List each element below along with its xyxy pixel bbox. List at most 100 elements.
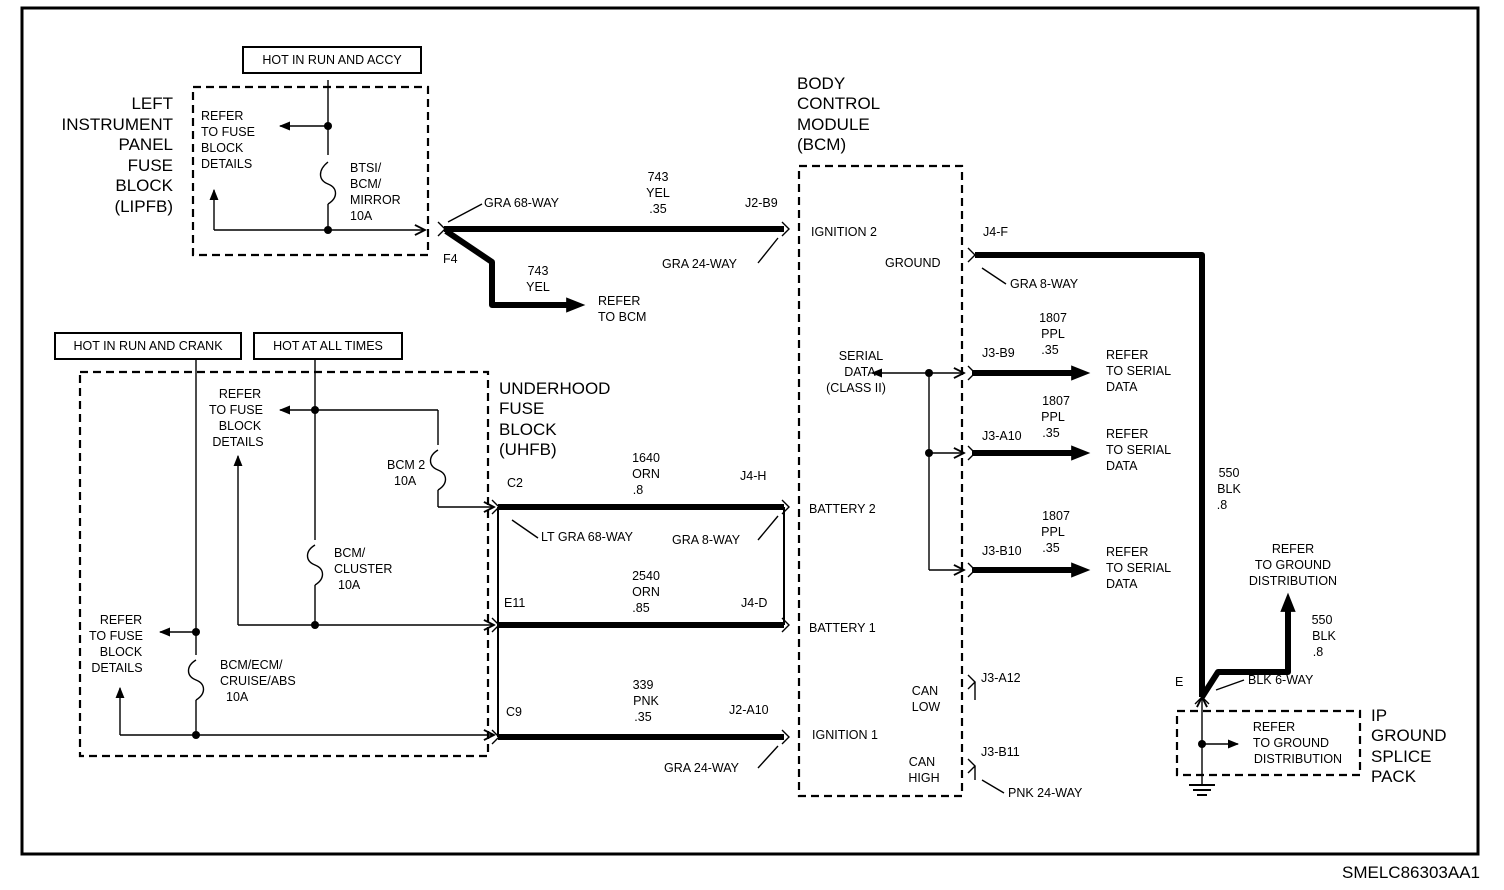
wire-battery1 bbox=[491, 617, 790, 633]
svg-text:1640: 1640 bbox=[632, 451, 660, 465]
wire-ignition2 bbox=[437, 221, 790, 313]
svg-text:.35: .35 bbox=[649, 202, 666, 216]
svg-text:.85: .85 bbox=[632, 601, 649, 615]
svg-text:REFER: REFER bbox=[201, 109, 243, 123]
svg-text:MODULE: MODULE bbox=[797, 115, 870, 134]
wire-serial1-label: 1807 PPL .35 bbox=[1039, 311, 1067, 357]
svg-text:BCM 2: BCM 2 bbox=[387, 458, 425, 472]
wire-gnd-branch-label: 550 BLK .8 bbox=[1312, 613, 1337, 659]
svg-text:PANEL: PANEL bbox=[119, 135, 174, 154]
svg-text:BCM/: BCM/ bbox=[350, 177, 382, 191]
svg-text:550: 550 bbox=[1312, 613, 1333, 627]
svg-text:BLOCK: BLOCK bbox=[219, 419, 262, 433]
svg-text:TO GROUND: TO GROUND bbox=[1255, 558, 1331, 572]
svg-text:CLUSTER: CLUSTER bbox=[334, 562, 392, 576]
splice-terminal-e: E bbox=[1175, 675, 1183, 689]
bcm-ground: GROUND bbox=[885, 256, 941, 270]
svg-text:PPL: PPL bbox=[1041, 410, 1065, 424]
svg-text:REFER: REFER bbox=[1106, 427, 1148, 441]
svg-text:DISTRIBUTION: DISTRIBUTION bbox=[1249, 574, 1337, 588]
svg-text:PNK: PNK bbox=[633, 694, 659, 708]
svg-text:CRUISE/ABS: CRUISE/ABS bbox=[220, 674, 296, 688]
svg-text:TO BCM: TO BCM bbox=[598, 310, 646, 324]
svg-text:743: 743 bbox=[528, 264, 549, 278]
splice-title: IP GROUND SPLICE PACK bbox=[1371, 706, 1447, 786]
svg-text:MIRROR: MIRROR bbox=[350, 193, 401, 207]
svg-text:550: 550 bbox=[1219, 466, 1240, 480]
svg-text:10A: 10A bbox=[394, 474, 417, 488]
svg-text:UNDERHOOD: UNDERHOOD bbox=[499, 379, 610, 398]
svg-text:.35: .35 bbox=[1042, 426, 1059, 440]
wire-serial2 bbox=[967, 445, 1091, 461]
refer-ground-top: REFER TO GROUND DISTRIBUTION bbox=[1249, 542, 1337, 588]
svg-text:BLK: BLK bbox=[1217, 482, 1241, 496]
svg-text:10A: 10A bbox=[226, 690, 249, 704]
splice-refer: REFER TO GROUND DISTRIBUTION bbox=[1253, 720, 1342, 766]
svg-text:REFER: REFER bbox=[1272, 542, 1314, 556]
svg-text:REFER: REFER bbox=[1253, 720, 1295, 734]
wire-serial2-label: 1807 PPL .35 bbox=[1041, 394, 1070, 440]
wire-battery2 bbox=[491, 499, 790, 515]
svg-text:.8: .8 bbox=[1217, 498, 1227, 512]
svg-text:REFER: REFER bbox=[1106, 545, 1148, 559]
svg-text:SERIAL: SERIAL bbox=[839, 349, 884, 363]
can-high-pin-mark bbox=[967, 758, 976, 780]
svg-text:BODY: BODY bbox=[797, 74, 845, 93]
svg-text:REFER: REFER bbox=[1106, 348, 1148, 362]
svg-text:DETAILS: DETAILS bbox=[212, 435, 263, 449]
outer-border bbox=[20, 6, 1480, 856]
svg-text:TO SERIAL: TO SERIAL bbox=[1106, 364, 1171, 378]
svg-text:REFER: REFER bbox=[100, 613, 142, 627]
svg-text:.8: .8 bbox=[1313, 645, 1323, 659]
svg-text:BTSI/: BTSI/ bbox=[350, 161, 382, 175]
splice-box bbox=[1175, 709, 1362, 777]
lipfb-fuse-label: BTSI/ BCM/ MIRROR 10A bbox=[350, 161, 401, 223]
svg-text:1807: 1807 bbox=[1042, 509, 1070, 523]
svg-text:.35: .35 bbox=[1041, 343, 1058, 357]
conn-pnk24: PNK 24-WAY bbox=[1008, 786, 1083, 800]
svg-text:TO SERIAL: TO SERIAL bbox=[1106, 443, 1171, 457]
terminal-e11: E11 bbox=[504, 596, 525, 610]
lipfb-refer: REFER TO FUSE BLOCK DETAILS bbox=[201, 109, 255, 171]
svg-text:CAN: CAN bbox=[909, 755, 935, 769]
bcm-battery2: BATTERY 2 bbox=[809, 502, 876, 516]
svg-text:REFER: REFER bbox=[598, 294, 640, 308]
lipfb-connector: GRA 68-WAY bbox=[484, 196, 560, 210]
svg-text:DATA: DATA bbox=[1106, 459, 1138, 473]
lipfb-circuit bbox=[209, 80, 425, 234]
wire-ign2-branch-label: 743 YEL bbox=[526, 264, 550, 294]
svg-text:BCM/ECM/: BCM/ECM/ bbox=[220, 658, 283, 672]
svg-text:2540: 2540 bbox=[632, 569, 660, 583]
svg-text:YEL: YEL bbox=[526, 280, 550, 294]
header-hot-run-crank: HOT IN RUN AND CRANK bbox=[54, 332, 242, 360]
diagram-code: SMELC86303AA1 bbox=[1342, 863, 1480, 882]
bcm-can-low: CAN LOW bbox=[912, 684, 941, 714]
conn-blk6: BLK 6-WAY bbox=[1248, 673, 1314, 687]
svg-text:.35: .35 bbox=[634, 710, 651, 724]
bcm-ignition2: IGNITION 2 bbox=[811, 225, 877, 239]
bcm-serial-data: SERIAL DATA (CLASS II) bbox=[826, 349, 886, 395]
svg-text:1807: 1807 bbox=[1042, 394, 1070, 408]
svg-text:TO FUSE: TO FUSE bbox=[89, 629, 143, 643]
header-hot-all-times: HOT AT ALL TIMES bbox=[253, 332, 403, 360]
svg-text:TO SERIAL: TO SERIAL bbox=[1106, 561, 1171, 575]
wire-ignition1 bbox=[491, 729, 790, 745]
svg-text:10A: 10A bbox=[338, 578, 361, 592]
svg-text:TO GROUND: TO GROUND bbox=[1253, 736, 1329, 750]
svg-text:TO FUSE: TO FUSE bbox=[201, 125, 255, 139]
pin-j2-b9: J2-B9 bbox=[745, 196, 778, 210]
conn-lt-gra68: LT GRA 68-WAY bbox=[541, 530, 634, 544]
svg-text:ORN: ORN bbox=[632, 467, 660, 481]
wire-ground-branch bbox=[1199, 592, 1296, 699]
uhfb-refer-top: REFER TO FUSE BLOCK DETAILS bbox=[209, 387, 264, 449]
svg-text:HOT IN RUN AND ACCY: HOT IN RUN AND ACCY bbox=[262, 53, 402, 67]
svg-text:SPLICE: SPLICE bbox=[1371, 747, 1431, 766]
svg-text:BCM/: BCM/ bbox=[334, 546, 366, 560]
svg-text:ORN: ORN bbox=[632, 585, 660, 599]
uhfb-box bbox=[78, 370, 490, 758]
wire-battery2-label: 1640 ORN .8 bbox=[632, 451, 660, 497]
splice-circuit bbox=[1189, 697, 1240, 796]
wire-ground-label: 550 BLK .8 bbox=[1217, 466, 1242, 512]
svg-text:PACK: PACK bbox=[1371, 767, 1417, 786]
